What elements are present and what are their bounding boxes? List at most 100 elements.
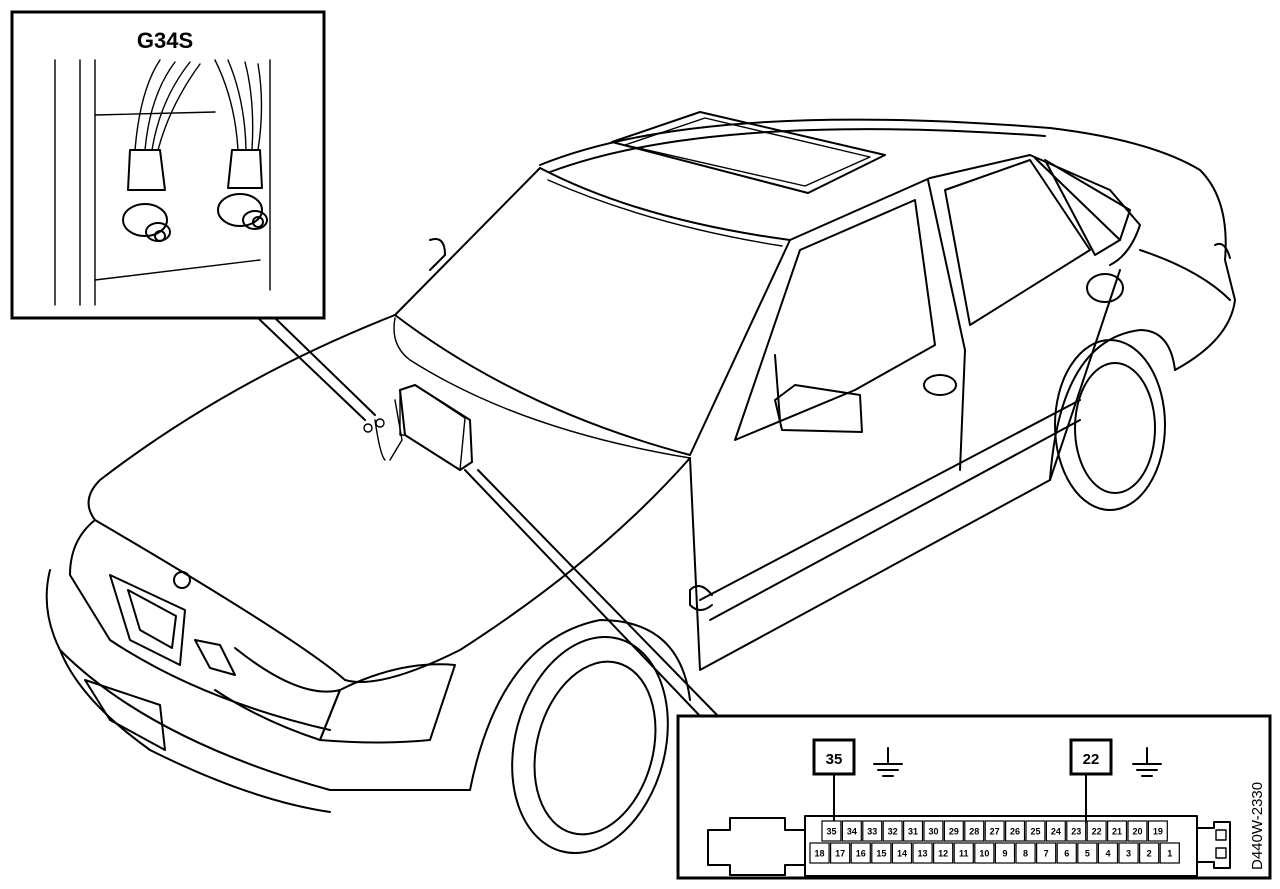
pin-number: 2 (1147, 849, 1152, 859)
control-module (363, 384, 473, 471)
pin-1: 1 (1159, 842, 1180, 864)
pin-number: 13 (918, 849, 928, 859)
pin-number: 27 (990, 827, 1000, 837)
pin-13: 13 (912, 842, 933, 864)
pin-cell (943, 820, 964, 842)
pin-4: 4 (1097, 842, 1119, 864)
pin-number: 19 (1153, 827, 1163, 837)
pin-number: 26 (1010, 827, 1020, 837)
pin-cell (1106, 820, 1128, 842)
pin-cell (1066, 820, 1087, 842)
inset-label: G34S (137, 28, 193, 53)
pin-cell (1045, 820, 1066, 842)
pin-6: 6 (1056, 842, 1077, 864)
pin-32: 32 (882, 820, 903, 842)
pin-cell (1077, 842, 1098, 864)
callout-pin-35: 35 (826, 751, 843, 768)
pin-number: 8 (1023, 849, 1028, 859)
pin-cell (923, 820, 944, 842)
figure-code: D440W-2330 (1249, 782, 1266, 870)
callout-pin-22: 22 (1083, 751, 1100, 768)
pin-cell (862, 820, 883, 842)
pin-number: 9 (1002, 849, 1007, 859)
pin-26: 26 (1004, 820, 1026, 842)
pin-27: 27 (984, 820, 1005, 842)
pin-number: 34 (847, 827, 857, 837)
pin-cell (1097, 842, 1119, 864)
pin-number: 5 (1085, 849, 1090, 859)
pin-number: 18 (815, 849, 825, 859)
pin-number: 3 (1126, 849, 1131, 859)
pin-cell (1004, 820, 1026, 842)
pin-number: 11 (959, 849, 969, 859)
pin-cell (1015, 842, 1036, 864)
pin-9: 9 (994, 842, 1016, 864)
leader-lines (257, 317, 719, 717)
pin-number: 28 (969, 827, 979, 837)
pin-number: 29 (949, 827, 959, 837)
pin-cell (1035, 842, 1057, 864)
pin-number: 22 (1092, 827, 1102, 837)
callout-box-22 (1069, 738, 1113, 776)
pin-number: 20 (1132, 827, 1142, 837)
pin-cell (821, 820, 842, 842)
pin-number: 33 (867, 827, 877, 837)
pin-number: 12 (938, 849, 948, 859)
pin-33: 33 (862, 820, 883, 842)
pin-3: 3 (1118, 842, 1139, 864)
pin-5: 5 (1077, 842, 1098, 864)
ground-icon (1132, 747, 1162, 777)
pin-8: 8 (1015, 842, 1036, 864)
pin-cell (1025, 820, 1046, 842)
pin-34: 34 (841, 820, 862, 842)
pin-number: 7 (1044, 849, 1049, 859)
pin-11: 11 (953, 842, 974, 864)
pin-number: 32 (888, 827, 898, 837)
pin-number: 25 (1030, 827, 1040, 837)
pin-15: 15 (871, 842, 892, 864)
pin-cell (829, 842, 851, 864)
pin-12: 12 (932, 842, 954, 864)
pin-cell (953, 842, 974, 864)
pin-7: 7 (1035, 842, 1057, 864)
pin-number: 16 (856, 849, 866, 859)
pin-2: 2 (1138, 842, 1160, 864)
ground-point-inset: G34S (10, 10, 326, 320)
pin-35: 35 (821, 820, 842, 842)
pin-cell (902, 820, 924, 842)
pin-16: 16 (850, 842, 871, 864)
pin-24: 24 (1045, 820, 1066, 842)
pin-cell (882, 820, 903, 842)
car-illustration (45, 111, 1236, 855)
pin-cell (1086, 820, 1107, 842)
pin-number: 35 (826, 827, 836, 837)
pin-number: 1 (1167, 849, 1172, 859)
pin-19: 19 (1147, 820, 1168, 842)
pin-cell (841, 820, 862, 842)
pin-number: 23 (1071, 827, 1081, 837)
pin-20: 20 (1127, 820, 1148, 842)
pin-cell (912, 842, 933, 864)
pin-number: 30 (928, 827, 938, 837)
pin-number: 17 (835, 849, 845, 859)
pin-cell (984, 820, 1005, 842)
pin-number: 10 (979, 849, 989, 859)
pin-29: 29 (943, 820, 964, 842)
pin-number: 24 (1051, 827, 1061, 837)
pin-cell (850, 842, 871, 864)
pin-number: 4 (1105, 849, 1110, 859)
pin-cell (964, 820, 985, 842)
pin-10: 10 (974, 842, 995, 864)
ground-icon (873, 747, 903, 777)
pin-cell (974, 842, 995, 864)
pin-31: 31 (902, 820, 924, 842)
pin-cell (871, 842, 892, 864)
pin-cell (1147, 820, 1168, 842)
pin-cell (891, 842, 913, 864)
pin-cell (1159, 842, 1180, 864)
pin-30: 30 (923, 820, 944, 842)
